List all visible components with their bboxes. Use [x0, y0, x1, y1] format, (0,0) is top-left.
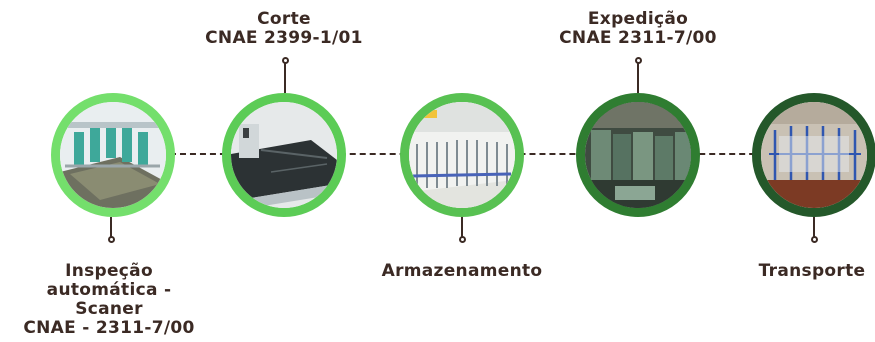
step-corte-line-2: CNAE 2399-1/01 — [205, 28, 363, 48]
glass-transport-truck-image — [761, 102, 867, 208]
step-expedicao-label: Expedição CNAE 2311-7/00 — [530, 10, 746, 48]
inspection-scanner-image — [60, 102, 166, 208]
step-corte-label: Corte CNAE 2399-1/01 — [176, 10, 392, 48]
step-transporte-line-1: Transporte — [758, 261, 866, 281]
step-armazenamento-label: Armazenamento — [362, 262, 562, 281]
step-expedicao-connector-dot — [635, 57, 642, 64]
step-inspecao-connector-line — [110, 217, 112, 237]
step-expedicao-line-2: CNAE 2311-7/00 — [559, 28, 717, 48]
step-armazenamento-line-1: Armazenamento — [381, 261, 543, 281]
step-inspecao-line-2: automática - — [46, 280, 172, 300]
step-corte-line-1: Corte — [257, 9, 311, 29]
step-corte-circle — [222, 93, 346, 217]
step-transporte-connector-line — [813, 217, 815, 237]
step-armazenamento-connector-line — [461, 217, 463, 237]
glass-dispatch-warehouse-image — [585, 102, 691, 208]
glass-storage-racks-image — [409, 102, 515, 208]
step-transporte-label: Transporte — [750, 262, 874, 281]
step-inspecao-label: Inspeção automática - Scaner CNAE - 2311… — [3, 262, 215, 338]
step-inspecao-line-3: Scaner — [75, 299, 143, 319]
step-inspecao-line-1: Inspeção — [65, 261, 153, 281]
step-corte-connector-dot — [282, 57, 289, 64]
step-expedicao-connector-line — [637, 63, 639, 93]
glass-cutting-table-image — [231, 102, 337, 208]
step-inspecao-connector-dot — [108, 236, 115, 243]
step-expedicao-circle — [576, 93, 700, 217]
step-armazenamento-connector-dot — [459, 236, 466, 243]
step-transporte-connector-dot — [811, 236, 818, 243]
step-inspecao-line-4: CNAE - 2311-7/00 — [23, 318, 195, 338]
step-armazenamento-circle — [400, 93, 524, 217]
step-inspecao-circle — [51, 93, 175, 217]
step-expedicao-line-1: Expedição — [587, 9, 689, 29]
step-corte-connector-line — [284, 63, 286, 93]
step-transporte-circle — [752, 93, 875, 217]
